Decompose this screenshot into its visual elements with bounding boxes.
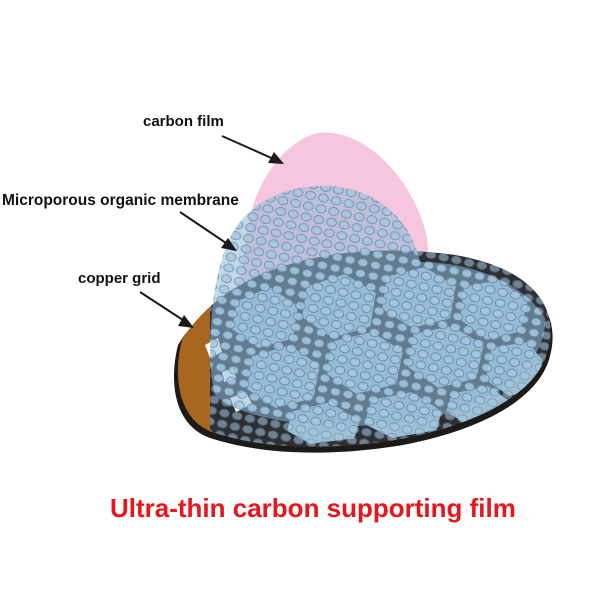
label-microporous-membrane: Microporous organic membrane	[2, 192, 239, 209]
arrow-carbon-film-head	[268, 152, 284, 164]
arrow-membrane	[179, 211, 230, 246]
membrane-pores	[210, 185, 546, 426]
arrow-copper-grid-head	[178, 315, 194, 328]
diagram-caption: Ultra-thin carbon supporting film	[110, 493, 516, 523]
arrows	[139, 135, 284, 328]
arrow-copper-grid	[139, 291, 187, 323]
label-carbon-film: carbon film	[143, 113, 224, 130]
arrow-membrane-head	[221, 238, 237, 251]
label-copper-grid: copper grid	[78, 270, 161, 287]
arrow-carbon-film	[221, 135, 277, 161]
